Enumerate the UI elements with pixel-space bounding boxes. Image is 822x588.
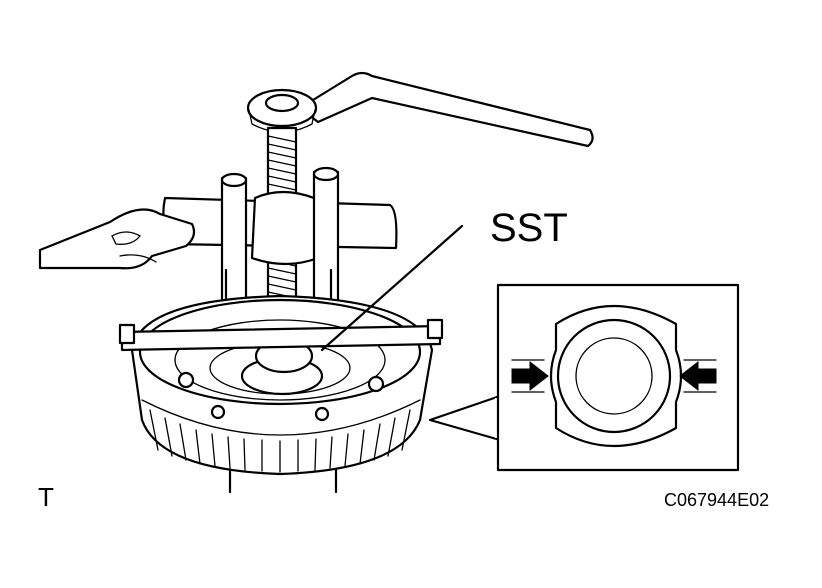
- detail-inset: [496, 283, 740, 472]
- wrench-icon: [246, 71, 594, 148]
- push-direction-arrow-icon: [511, 359, 549, 393]
- sst-label: SST: [490, 206, 568, 250]
- hand-holding-bar: [38, 208, 196, 270]
- callout-pointer: [428, 394, 502, 442]
- sst-leader-line: [320, 224, 464, 352]
- gear-assembly-icon: [118, 294, 444, 494]
- corner-mark: T: [38, 482, 54, 512]
- figure-code: C067944E02: [664, 490, 770, 510]
- push-direction-arrow-icon: [679, 359, 717, 393]
